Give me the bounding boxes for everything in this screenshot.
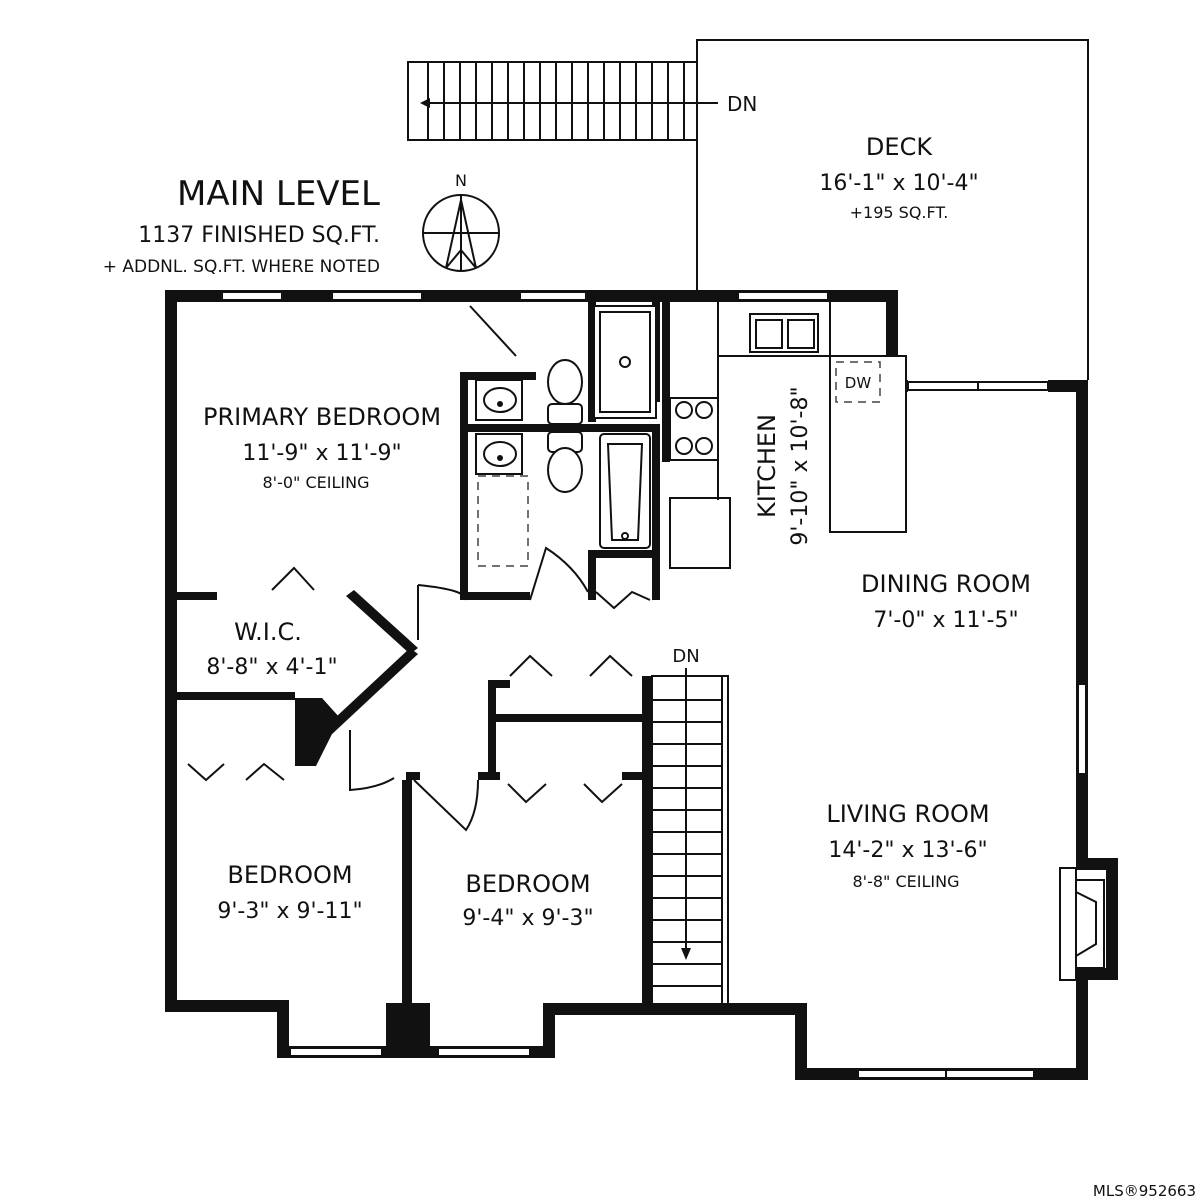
bifold-door (271, 566, 315, 591)
bifold-door (583, 783, 623, 804)
room-dims: 8'-8" x 4'-1" (206, 655, 337, 680)
deck-stairs: DN (407, 61, 757, 141)
doors (187, 305, 651, 832)
shower (593, 305, 657, 419)
interior-stairs: DN (651, 646, 729, 1005)
bifold-door (595, 590, 651, 610)
room-name: DECK (866, 133, 933, 161)
deck-stairs-arrow-head (420, 98, 430, 108)
room-dims: 14'-2" x 13'-6" (828, 838, 987, 863)
bifold-door (187, 763, 225, 782)
room-label-kitchen: KITCHEN 9'-10" x 10'-8" (753, 386, 813, 545)
deck-stairs-outline (407, 61, 698, 141)
window (437, 1047, 531, 1057)
room-name: KITCHEN (753, 414, 781, 518)
north-arrow: N (422, 171, 500, 272)
page-title: MAIN LEVEL (177, 174, 380, 214)
bifold-door (589, 654, 633, 677)
room-dims: 7'-0" x 11'-5" (873, 608, 1018, 633)
room-name: BEDROOM (465, 870, 590, 898)
title-block: MAIN LEVEL 1137 FINISHED SQ.FT. + ADDNL.… (103, 174, 380, 277)
dishwasher (835, 361, 881, 403)
window (1077, 683, 1087, 775)
stairs-arrow-head (681, 948, 691, 960)
bathtub (599, 433, 651, 549)
addnl-sqft-note: + ADDNL. SQ.FT. WHERE NOTED (103, 257, 380, 277)
refrigerator (669, 497, 731, 569)
room-dims: 16'-1" x 10'-4" (819, 171, 978, 196)
wic-chimney (295, 698, 340, 766)
interior-stairs-dn-label: DN (672, 646, 699, 667)
window (519, 291, 587, 301)
fireplace (1059, 867, 1105, 981)
interior-walls (177, 302, 670, 1010)
counter (717, 302, 831, 357)
door (349, 730, 395, 792)
door (417, 584, 467, 640)
island-counter (829, 355, 907, 533)
toilet-bowl (547, 359, 583, 405)
bathroom-fixtures (475, 305, 657, 567)
room-note: 8'-0" CEILING (263, 473, 370, 492)
room-dims: 9'-3" x 9'-11" (217, 899, 362, 924)
room-label-dining-room: DINING ROOM 7'-0" x 11'-5" (861, 570, 1031, 633)
room-label-living-room: LIVING ROOM 14'-2" x 13'-6" 8'-8" CEILIN… (826, 800, 989, 891)
window (221, 291, 283, 301)
toilet-bowl (547, 447, 583, 493)
room-label-bedroom-1: BEDROOM 9'-3" x 9'-11" (217, 861, 362, 924)
deck-stair-treads (427, 62, 685, 140)
stairs-outline (651, 675, 729, 1005)
laundry-area (477, 475, 529, 567)
kitchen-fixtures: DW (669, 302, 907, 569)
sink (483, 441, 517, 467)
deck-outline (696, 39, 1089, 380)
room-label-wic: W.I.C. 8'-8" x 4'-1" (206, 618, 337, 680)
room-name: PRIMARY BEDROOM (203, 403, 441, 431)
vanity (475, 433, 523, 475)
room-note: 8'-8" CEILING (853, 872, 960, 891)
bifold-door (245, 762, 285, 781)
room-name: BEDROOM (227, 861, 352, 889)
room-dims: 9'-4" x 9'-3" (462, 906, 593, 931)
room-label-bedroom-2: BEDROOM 9'-4" x 9'-3" (462, 870, 593, 931)
room-name: DINING ROOM (861, 570, 1031, 598)
room-dims: 9'-10" x 10'-8" (788, 386, 813, 545)
room-label-primary-bedroom: PRIMARY BEDROOM 11'-9" x 11'-9" 8'-0" CE… (203, 403, 441, 492)
deck (696, 39, 1089, 380)
bifold-door (509, 654, 553, 677)
room-name: W.I.C. (234, 618, 302, 646)
mls-number: MLS®952663 (1093, 1182, 1196, 1200)
door (469, 305, 517, 357)
window (289, 1047, 383, 1057)
sink (483, 387, 517, 413)
window (737, 291, 829, 301)
window (331, 291, 423, 301)
room-note: +195 SQ.FT. (850, 203, 949, 222)
finished-sqft: 1137 FINISHED SQ.FT. (138, 223, 380, 248)
room-dims: 11'-9" x 11'-9" (242, 441, 401, 466)
room-name: LIVING ROOM (826, 800, 989, 828)
door (413, 779, 479, 832)
deck-stairs-dn-label: DN (727, 92, 757, 116)
toilet-tank (547, 403, 583, 425)
room-label-deck: DECK 16'-1" x 10'-4" +195 SQ.FT. (819, 133, 978, 222)
bifold-door (507, 783, 547, 804)
compass-n-label: N (455, 171, 467, 190)
windows (221, 291, 1087, 1079)
door (529, 546, 589, 601)
dishwasher-label: DW (845, 374, 872, 392)
